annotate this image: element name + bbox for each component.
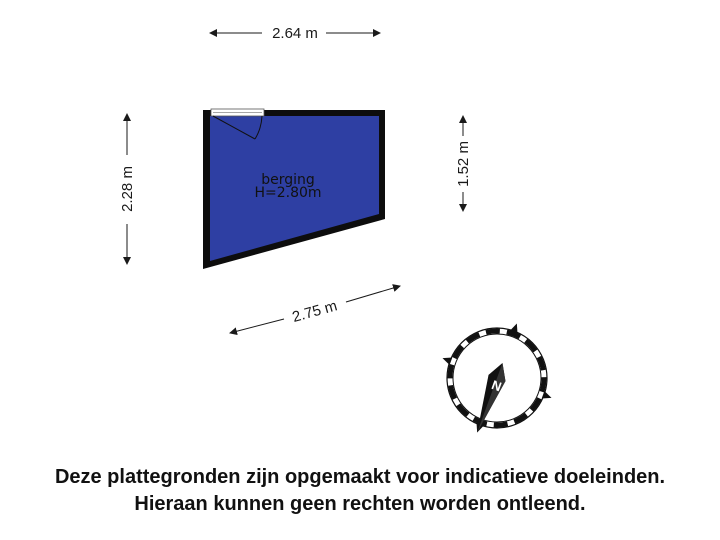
dimension-bottom: 2.75 m bbox=[229, 284, 401, 336]
dimension-left-label: 2.28 m bbox=[119, 166, 136, 212]
room-floor bbox=[210, 116, 379, 261]
dimension-bottom-label: 2.75 m bbox=[290, 297, 339, 326]
floorplan-drawing: berging H=2.80m 2.64 m 2.28 m 1.52 m 2.7… bbox=[119, 25, 552, 433]
compass-ring-outer bbox=[446, 327, 548, 429]
disclaimer: Deze plattegronden zijn opgemaakt voor i… bbox=[0, 464, 720, 518]
disclaimer-line-1: Deze plattegronden zijn opgemaakt voor i… bbox=[54, 466, 666, 488]
dimension-top-label: 2.64 m bbox=[272, 25, 318, 42]
room-name: berging bbox=[261, 172, 315, 188]
compass-needle bbox=[477, 362, 506, 433]
room-height: H=2.80m bbox=[254, 185, 321, 201]
dimension-right-label: 1.52 m bbox=[455, 141, 472, 187]
compass: N bbox=[442, 323, 552, 433]
dimension-right: 1.52 m bbox=[455, 115, 472, 212]
door-swing bbox=[212, 115, 263, 140]
compass-ticks bbox=[442, 323, 552, 433]
room-berging: berging H=2.80m bbox=[203, 108, 385, 269]
disclaimer-line-2: Hieraan kunnen geen rechten worden ontle… bbox=[134, 493, 586, 515]
dimension-left: 2.28 m bbox=[119, 113, 136, 265]
dimension-top: 2.64 m bbox=[209, 25, 381, 42]
compass-ring bbox=[447, 328, 547, 428]
